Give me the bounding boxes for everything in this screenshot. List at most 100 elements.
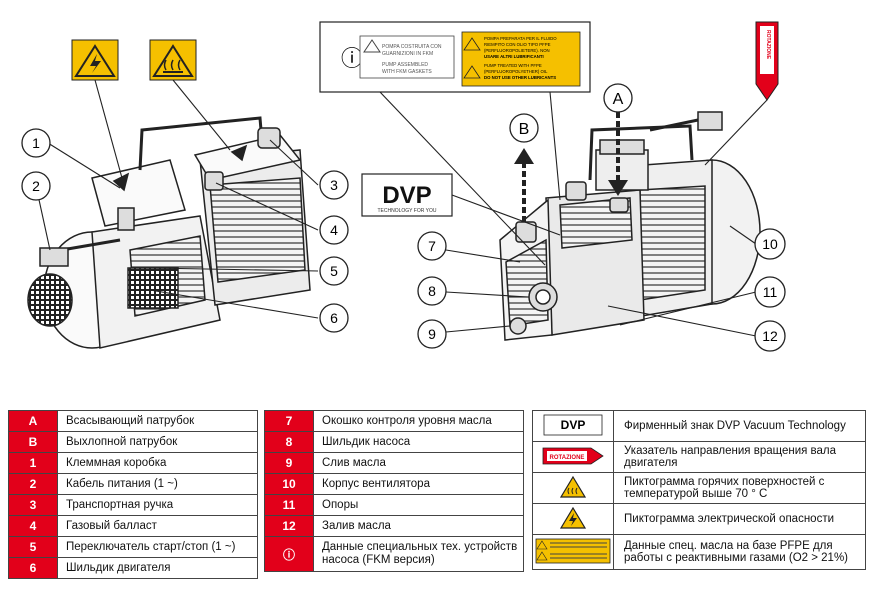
legend-text: Клеммная коробка [57,452,258,474]
hot-surface-warning-icon [559,475,587,498]
legend-code: 3 [8,494,58,516]
legend-code: 1 [8,452,58,474]
pump-diagram: ROTAZIONE ⓘ POMPA COSTRUITA CON GUARNIZI… [21,21,786,352]
callout-6: 6 [319,303,349,333]
info-label-box: ⓘ POMPA COSTRUITA CON GUARNIZIONI IN FKM… [319,21,591,93]
arrow-b [514,148,534,222]
oil-label-line-7: DO NOT USE OTHER LUBRICANTS [484,75,556,80]
legend-code: 6 [8,557,58,579]
electric-warning-icon [71,39,119,81]
right-pump-drawing [499,111,761,341]
dvp-logo-tagline: TECHNOLOGY FOR YOU [378,208,437,214]
oil-label-line-2: RIEMPITO CON OLIO TIPO PFPE [484,42,551,47]
svg-text:7: 7 [428,238,436,254]
legend-code: 11 [264,494,314,516]
left-pump-drawing [27,116,311,349]
legend-text: Шильдик насоса [313,431,524,453]
rotation-label-graphic: ROTAZIONE [755,21,779,101]
legend-text: Транспортная ручка [57,494,258,516]
legend-text: Пиктограмма горячих поверхностей с темпе… [613,472,866,504]
legend-text: Фирменный знак DVP Vacuum Technology [613,410,866,442]
legend-text: Залив масла [313,515,524,537]
rotation-icon-text: ROTAZIONE [550,455,585,461]
info-symbol: ⓘ [341,47,363,72]
svg-text:3: 3 [330,177,338,193]
oil-label-line-4: USARE ALTRI LUBRIFICANTI [484,54,544,59]
dvp-logo-text: DVP [382,182,431,209]
pfpe-oil-label-icon [535,538,611,563]
dvp-logo: DVP TECHNOLOGY FOR YOU [361,173,453,217]
legend-text: Выхлопной патрубок [57,431,258,453]
svg-text:2: 2 [32,178,40,194]
svg-text:10: 10 [762,236,778,252]
legend-code: 8 [264,431,314,453]
oil-label-line-3: (PERFLUOROPOLIETERE). NON [484,48,550,53]
legend-icon-cell [532,503,614,535]
legend-row-rotation: ROTAZIONE Указатель направления вращения… [532,441,866,473]
svg-text:4: 4 [330,222,338,238]
svg-text:A: A [613,91,624,108]
legend-text: Всасывающий патрубок [57,410,258,432]
rotation-arrow-icon: ROTAZIONE [542,447,604,464]
legend-text: Переключатель старт/стоп (1 ~) [57,536,258,558]
callout-b: B [509,113,539,143]
legend-code: A [8,410,58,432]
legend-icon-cell: DVP [532,410,614,442]
electric-warning-icon [559,506,587,529]
legend-text: Шильдик двигателя [57,557,258,579]
legend-code: 12 [264,515,314,537]
legend-row-hot: Пиктограмма горячих поверхностей с темпе… [532,472,866,504]
legend-text: Пиктограмма электрической опасности [613,503,866,535]
svg-text:8: 8 [428,283,436,299]
legend-row-dvp: DVP Фирменный знак DVP Vacuum Technology [532,410,866,442]
svg-text:5: 5 [330,263,338,279]
legend-code: B [8,431,58,453]
svg-text:12: 12 [762,328,778,344]
legend-text: Данные специальных тех. устройств насоса… [313,536,524,572]
oil-label-line-1: POMPA PREPARATA PER IL FLUIDO [484,36,557,41]
info-label-line-4: WITH FKM GASKETS [382,69,432,75]
callout-5: 5 [319,256,349,286]
legend-text: Кабель питания (1 ~) [57,473,258,495]
callout-10: 10 [754,228,786,260]
legend-row-electric: Пиктограмма электрической опасности [532,503,866,535]
dvp-logo-icon-text: DVP [561,418,586,432]
legend-text: Данные спец. масла на базе PFPE для рабо… [613,534,866,570]
legend-text: Опоры [313,494,524,516]
legend-code: ⓘ [264,536,314,572]
callout-1: 1 [21,128,51,158]
legend-text: Окошко контроля уровня масла [313,410,524,432]
rotation-label-text: ROTAZIONE [765,30,771,60]
svg-text:11: 11 [763,284,778,300]
legend-code: 7 [264,410,314,432]
svg-text:9: 9 [428,326,436,342]
callout-9: 9 [417,319,447,349]
callout-3: 3 [319,170,349,200]
info-label-line-3: PUMP ASSEMBLED [382,62,428,68]
leader-lines [35,79,768,337]
legend-code: 5 [8,536,58,558]
callout-11: 11 [754,276,786,308]
legend-text: Указатель направления вращения вала двиг… [613,441,866,473]
callout-12: 12 [754,320,786,352]
legend-text: Слив масла [313,452,524,474]
arrow-a [608,112,628,196]
legend-code: 9 [264,452,314,474]
legend-code: 10 [264,473,314,495]
svg-text:6: 6 [330,310,338,326]
info-label-line-2: GUARNIZIONI IN FKM [382,51,433,57]
